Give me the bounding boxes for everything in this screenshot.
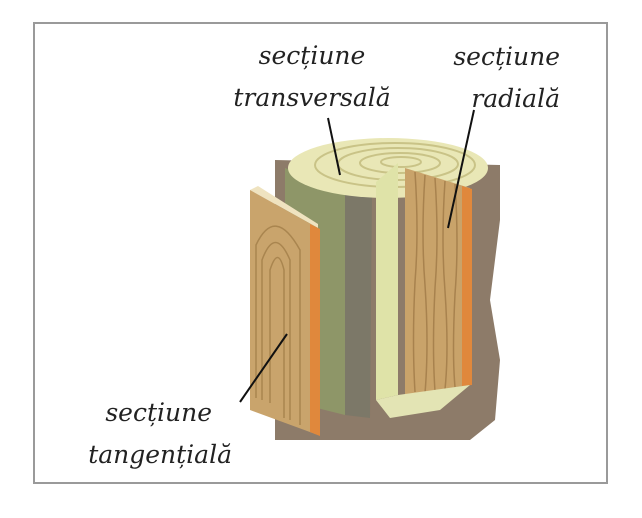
label-line: tangențială xyxy=(88,440,232,469)
leader-line-transversal xyxy=(327,117,341,176)
tangential-board-edge xyxy=(250,186,318,228)
leader-line-radial xyxy=(447,109,475,229)
label-transverse-section: secțiune transversală xyxy=(222,35,402,119)
figure-frame xyxy=(33,22,608,484)
label-tangential-section: secțiune tangențială xyxy=(60,392,232,476)
label-line: radială xyxy=(471,84,560,113)
label-line: secțiune xyxy=(105,398,212,427)
inner-face-light xyxy=(376,163,398,400)
label-radial-section: secțiune radială xyxy=(420,36,560,120)
leader-line-tangential xyxy=(239,333,288,403)
label-line: secțiune xyxy=(453,42,560,71)
label-line: transversală xyxy=(233,83,391,112)
label-line: secțiune xyxy=(258,41,366,70)
